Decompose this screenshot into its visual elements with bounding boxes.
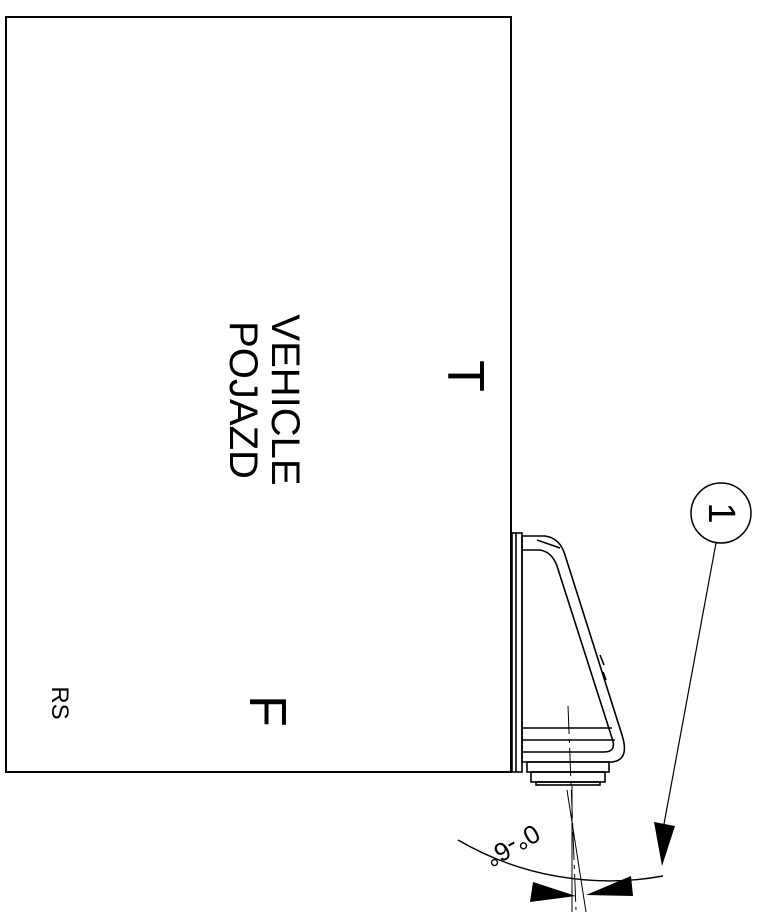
- vehicle-label-line2: POJAZD: [221, 321, 265, 479]
- axis-lines: [566, 705, 587, 913]
- vehicle-label-line1: VEHICLE: [263, 314, 307, 485]
- arrowhead-right: [586, 876, 633, 896]
- vehicle-outline: [5, 16, 512, 773]
- angle-dimension: 0°-6°: [457, 818, 664, 902]
- callout-arrowhead: [654, 822, 675, 866]
- marker-front: F: [238, 695, 296, 727]
- callout-balloon: [690, 482, 752, 544]
- callout-number: 1: [700, 502, 742, 523]
- marker-top: T: [436, 360, 494, 392]
- arrowhead-left: [530, 882, 576, 902]
- callout: 1: [654, 482, 752, 866]
- lamp-unit: [511, 532, 626, 786]
- marker-side: RS: [46, 686, 73, 719]
